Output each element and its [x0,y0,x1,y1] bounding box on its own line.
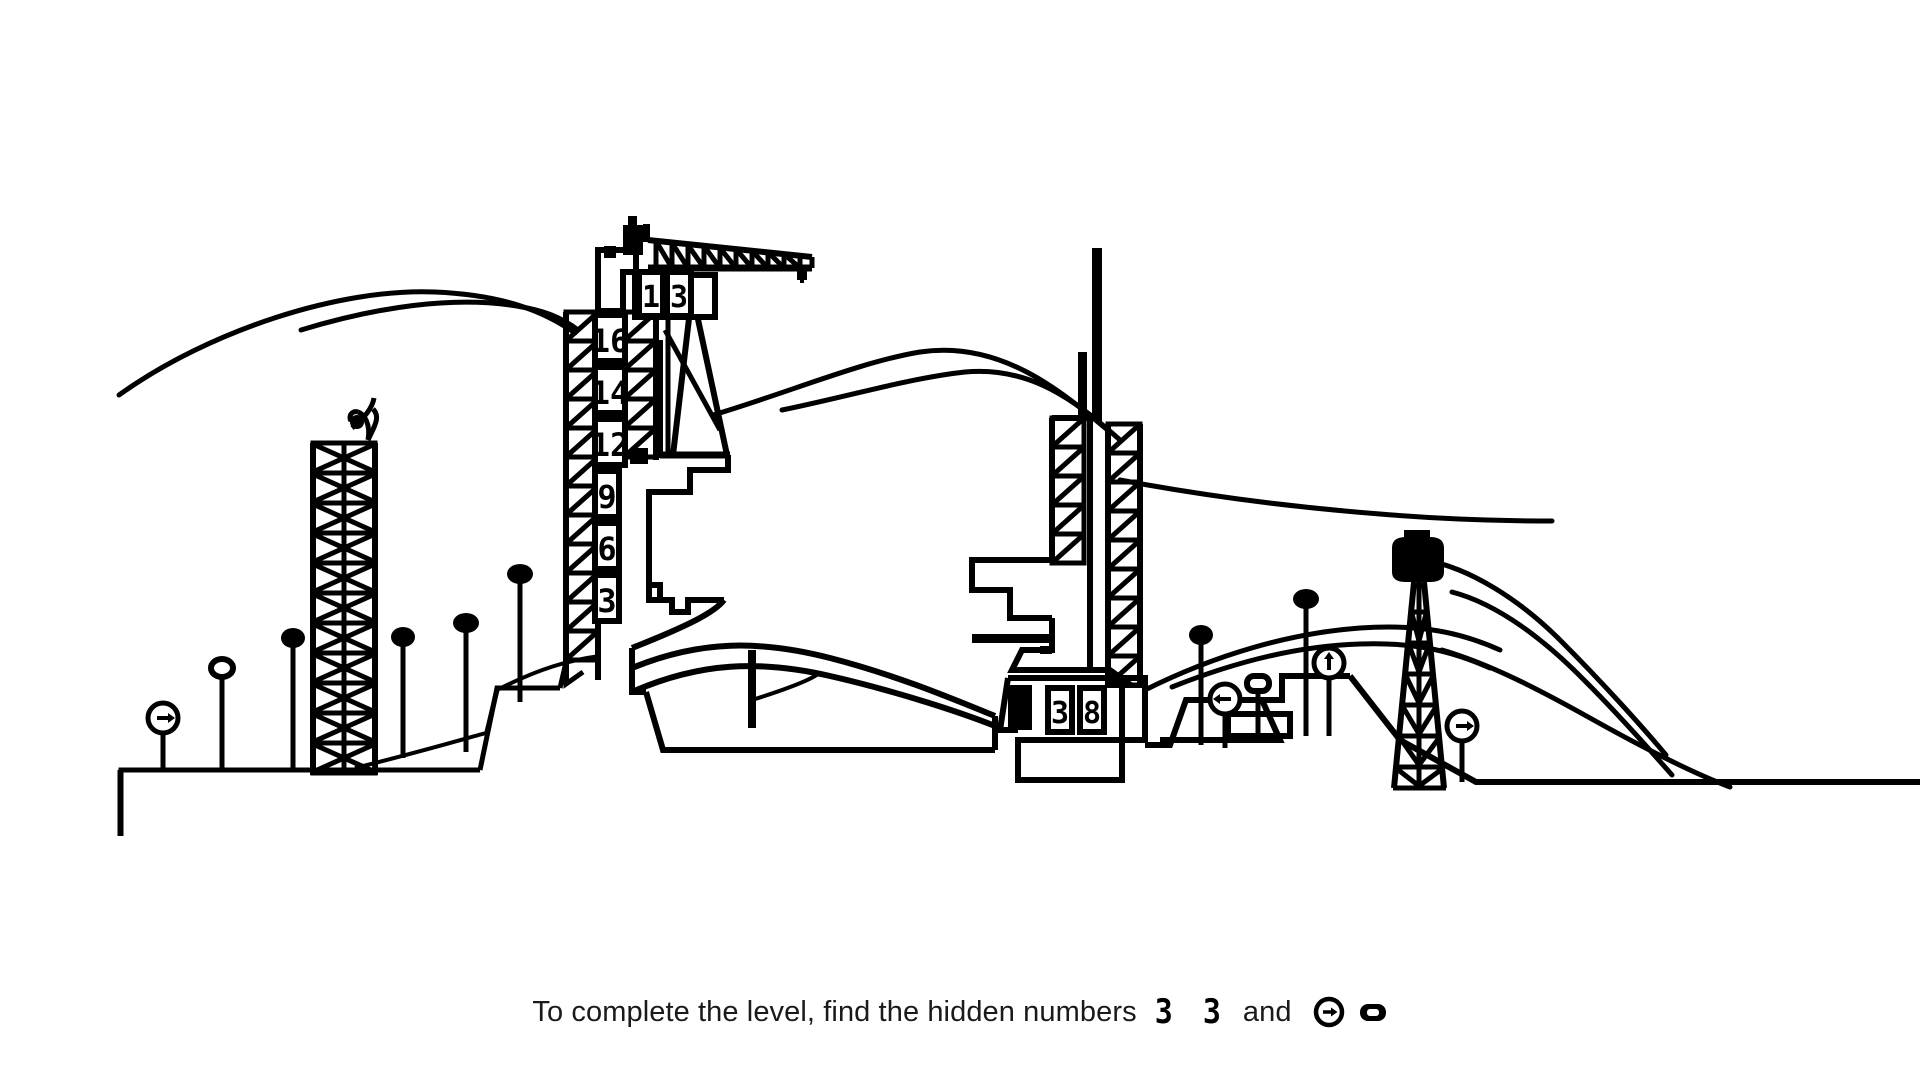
plate-value: 8 [1083,696,1101,731]
number-plate: 3 [1045,685,1075,735]
crane-hook-block-icon [797,266,807,280]
marker-circle-up-arrow[interactable] [1311,645,1347,736]
marker-dot[interactable] [453,613,479,752]
plate-value: 9 [597,478,616,516]
marker-dot[interactable] [1293,589,1319,736]
marker-posts-left [145,564,533,772]
right-base-building: 3 8 [996,675,1148,783]
number-plate: 1 [636,269,666,319]
number-plate: 3 [592,572,622,624]
dark-block [1008,685,1032,730]
plate-value: 14 [591,374,630,412]
crane-head-number-plates: 1 3 [632,269,718,320]
plate-value: 3 [670,280,688,315]
marker-dot[interactable] [281,628,305,772]
number-plate: 9 [592,468,622,520]
number-plate: 8 [1077,685,1107,735]
marker-circle-left-arrow[interactable] [1207,681,1243,748]
background-hills [116,289,1733,790]
plate-value: 3 [597,582,616,620]
plate-value: 1 [642,280,660,315]
number-plate: 16 [591,312,630,364]
marker-circle-right-arrow[interactable] [145,700,181,770]
podium-ledge [972,634,1050,643]
marker-circle-right-arrow[interactable] [1444,708,1480,782]
number-plate: 14 [591,364,630,416]
marker-posts-right [1189,589,1480,782]
center-terraced-building [629,455,998,753]
crane-counterweight [623,225,643,255]
number-plate: 6 [592,520,622,572]
number-plate: 3 [664,269,694,319]
plate-value: 12 [591,426,630,464]
plate-value: 3 [1051,696,1069,731]
marker-dot[interactable] [1189,625,1213,745]
antenna-mast-tall [1092,248,1102,418]
antenna-mast-short [1078,352,1087,418]
marker-dot[interactable] [507,564,533,702]
tower-crane [595,216,815,464]
marker-open-ring[interactable] [208,656,236,770]
plate-value: 16 [591,322,630,360]
plate-value: 6 [597,530,616,568]
number-plate: 12 [591,416,630,468]
right-skyscraper [969,248,1143,730]
water-tower [1391,530,1447,791]
marker-dot[interactable] [391,627,415,758]
left-tower-number-plates: 16 14 12 9 6 3 [591,312,630,624]
crane-window-icon [604,246,616,258]
water-tank [1392,537,1444,582]
marker-open-pill[interactable] [1244,673,1272,737]
left-lattice-tower [310,397,380,775]
